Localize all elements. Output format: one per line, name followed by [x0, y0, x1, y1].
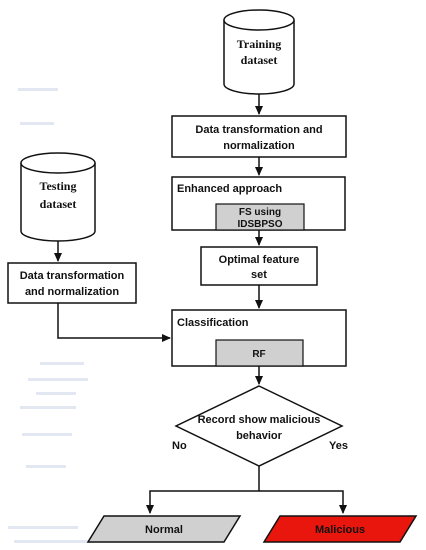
transform-left-label-1: Data transformation: [20, 270, 125, 282]
malicious-output-node: Malicious: [262, 515, 418, 543]
classification-title: Classification: [177, 317, 249, 329]
enhanced-approach-title: Enhanced approach: [177, 183, 282, 195]
decision-label-1: Record show malicious: [198, 414, 321, 426]
edge-label-yes: Yes: [329, 440, 348, 452]
testing-dataset-label-1: Testing: [40, 179, 77, 193]
edge-decision-malicious: [259, 490, 347, 514]
rf-label: RF: [252, 349, 265, 360]
transform-right-label-2: normalization: [223, 140, 295, 152]
testing-dataset-label-2: dataset: [40, 197, 77, 211]
classification-node: Classification RF: [171, 309, 347, 367]
optimal-feature-label-2: set: [251, 269, 267, 281]
fs-idsbpso-label-2: IDSBPSO: [237, 219, 282, 230]
training-dataset-node: Training dataset: [223, 9, 295, 95]
optimal-feature-label-1: Optimal feature: [219, 254, 300, 266]
malicious-label: Malicious: [315, 524, 365, 536]
transform-right-label-1: Data transformation and: [195, 124, 322, 136]
edge-decision-normal: [146, 466, 260, 514]
optimal-feature-set-node: Optimal feature set: [200, 246, 318, 286]
fs-idsbpso-label-1: FS using: [239, 207, 281, 218]
normal-label: Normal: [145, 524, 183, 536]
testing-dataset-node: Testing dataset: [20, 152, 96, 242]
decision-label-2: behavior: [236, 430, 283, 442]
enhanced-approach-node: Enhanced approach FS using IDSBPSO: [171, 176, 346, 231]
normal-output-node: Normal: [86, 515, 242, 543]
training-dataset-label-2: dataset: [241, 53, 278, 67]
transform-left-label-2: and normalization: [25, 286, 119, 298]
decision-node: Record show malicious behavior: [174, 385, 344, 467]
transform-left-node: Data transformation and normalization: [7, 262, 137, 304]
transform-right-node: Data transformation and normalization: [171, 115, 347, 158]
edges: [54, 94, 347, 514]
background-artifacts: [8, 88, 94, 543]
edge-transform-left-classification: [57, 303, 171, 342]
edge-label-no: No: [172, 440, 187, 452]
training-dataset-label-1: Training: [237, 37, 281, 51]
